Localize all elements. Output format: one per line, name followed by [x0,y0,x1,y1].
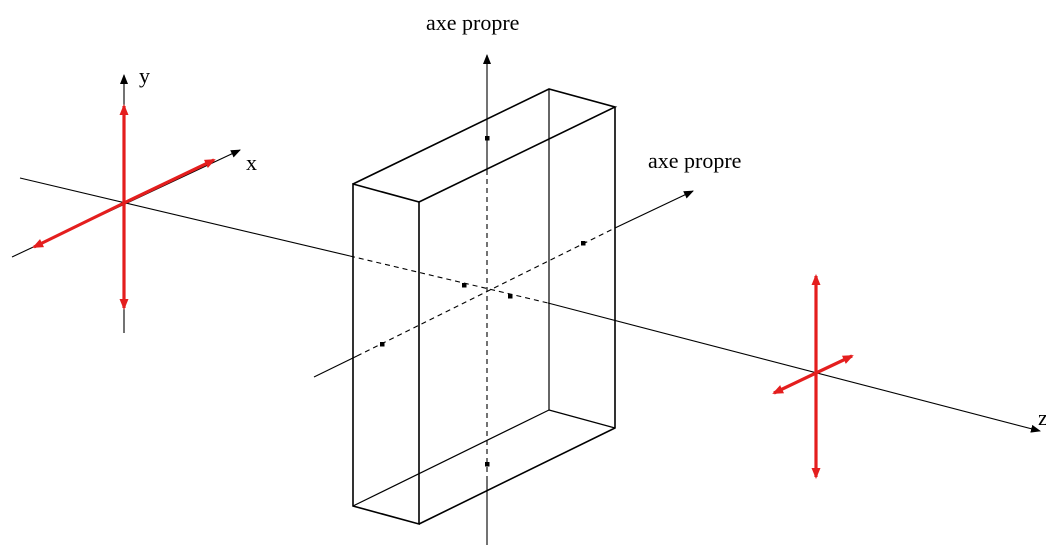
z-axis-segment-right [547,302,1041,433]
label-axis-x: x [246,150,257,175]
input-polarization [32,104,216,310]
marker-oblique-right [581,241,586,246]
oblique-axis-right [614,190,694,229]
oblique-eigen-axis [313,190,694,378]
oblique-axis-left [313,355,358,378]
plate-front-face [352,182,420,526]
z-axis-segment-left [19,177,351,257]
label-axis-y: y [139,63,150,88]
coordinate-frame [11,74,241,333]
label-axe-propre-vertical: axe propre [426,10,519,35]
marker-z-front [462,283,467,288]
oblique-axis-hidden [356,227,616,357]
plate-hidden-bottom-edge-right [548,409,616,429]
marker-oblique-left [380,342,385,347]
marker-z-back [508,294,513,299]
marker-vertical-bottom [485,462,490,467]
z-axis [19,177,1041,433]
z-axis-segment-inside [349,255,549,304]
output-polarization [772,274,854,479]
output-polarization-oblique-down [772,371,817,395]
plate-right-face [418,107,616,525]
birefringent-plate [352,88,618,526]
plate-hidden-bottom-edge-left [352,409,550,507]
marker-vertical-top [485,136,490,141]
input-polarization-oblique-up [123,158,216,205]
plate-top-face [352,88,618,203]
axis-markers [380,136,586,467]
label-axis-z: z [1038,405,1046,430]
input-polarization-oblique-down [32,201,125,249]
output-polarization-oblique-up [815,354,854,375]
label-axe-propre-oblique: axe propre [648,148,741,173]
